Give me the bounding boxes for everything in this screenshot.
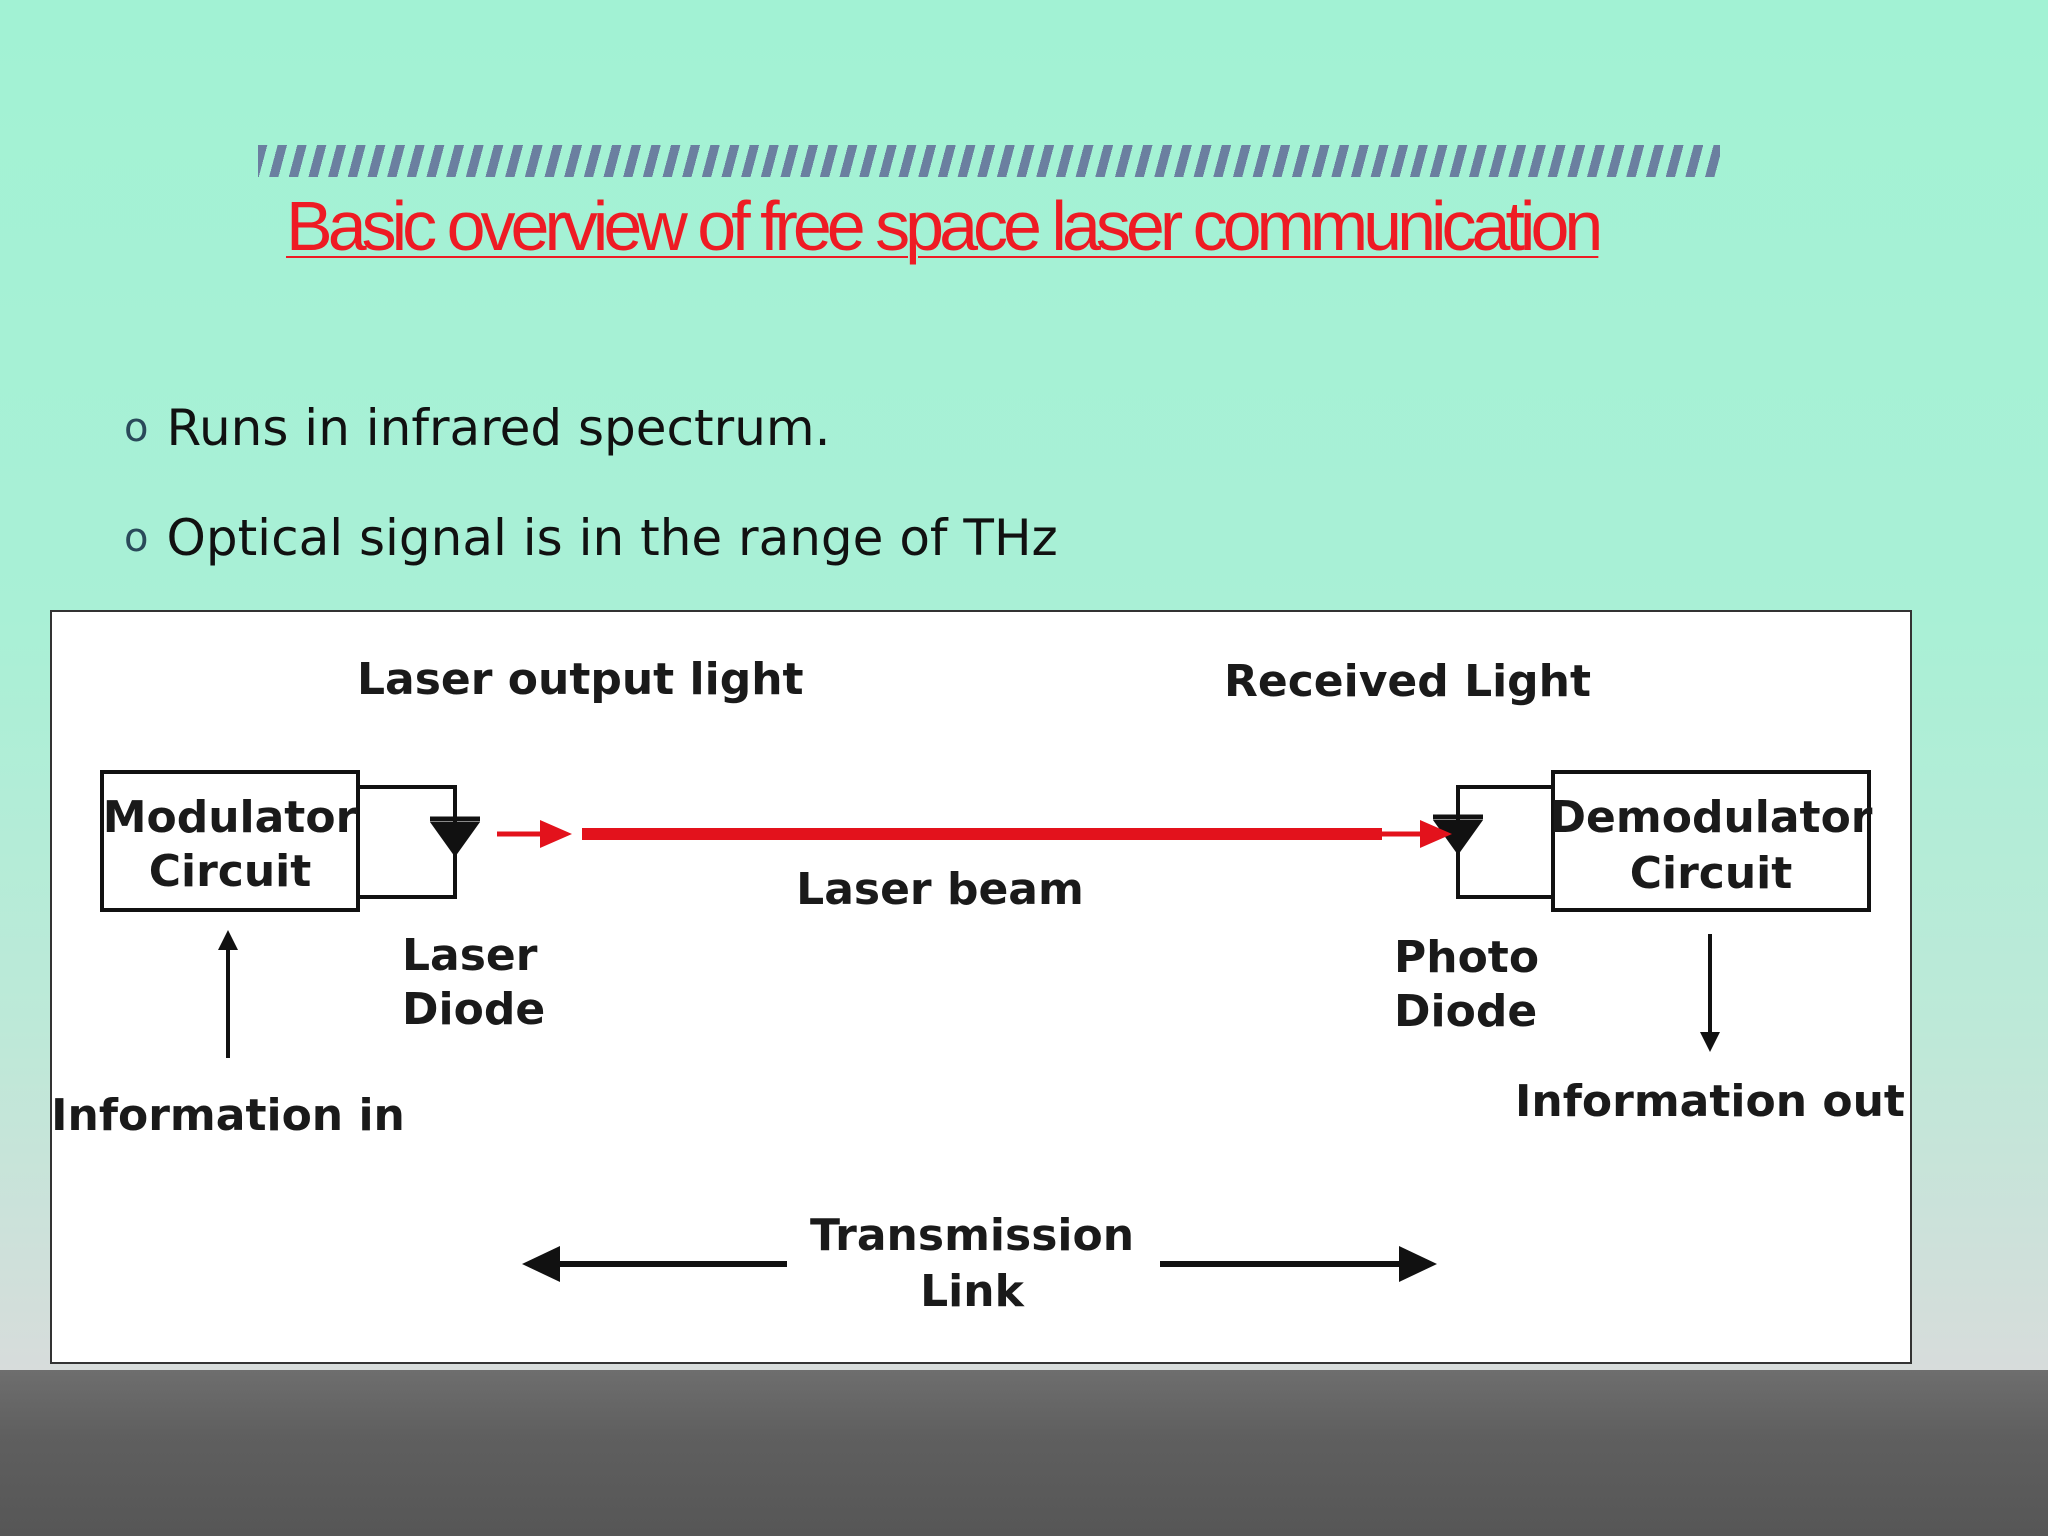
laser-diode-label-line1: Laser (402, 930, 538, 981)
bullet-text: Optical signal is in the range of THz (166, 509, 1058, 567)
received-light-label: Received Light (1224, 656, 1591, 707)
modulator-label-line1: Modulator (103, 792, 358, 843)
laser-diode-label-line2: Diode (402, 984, 545, 1035)
bullet-marker: o (124, 515, 149, 561)
photo-diode-connector (1456, 785, 1553, 899)
transmission-link-label-line1: Transmission (810, 1210, 1134, 1261)
demodulator-label-line1: Demodulator (1550, 792, 1873, 843)
title-decoration-bar (258, 145, 1720, 177)
laser-diode-icon (430, 816, 480, 857)
photo-diode-label-line2: Diode (1394, 986, 1537, 1037)
bullet-item: o Runs in infrared spectrum. (124, 396, 831, 460)
demodulator-label-line2: Circuit (1630, 848, 1793, 899)
bullet-marker: o (124, 405, 149, 451)
photo-diode-label-line1: Photo (1394, 932, 1539, 983)
transmission-link-right-arrow (1160, 1246, 1437, 1282)
diagram-canvas: Laser output light Received Light Modula… (52, 654, 1905, 1317)
laser-beam-line (497, 820, 1452, 848)
demodulator-box (1551, 770, 1871, 912)
laser-diode-connector (358, 785, 457, 899)
slide-title: Basic overview of free space laser commu… (286, 187, 1603, 265)
laser-beam-label: Laser beam (796, 864, 1084, 915)
photo-diode-icon (1433, 814, 1483, 855)
modulator-box (100, 770, 360, 912)
laser-communication-diagram: Laser output light Received Light Modula… (50, 610, 1912, 1364)
bullet-text: Runs in infrared spectrum. (166, 399, 831, 457)
information-out-arrow (1700, 934, 1720, 1052)
information-in-label: Information in (52, 1090, 405, 1141)
information-out-label: Information out (1515, 1076, 1905, 1127)
modulator-label-line2: Circuit (149, 846, 312, 897)
transmission-link-left-arrow (522, 1246, 787, 1282)
bullet-item: o Optical signal is in the range of THz (124, 506, 1058, 570)
floor-band (0, 1370, 2048, 1536)
transmission-link-label-line2: Link (920, 1266, 1025, 1317)
information-in-arrow (218, 930, 238, 1058)
laser-output-light-label: Laser output light (357, 654, 804, 705)
